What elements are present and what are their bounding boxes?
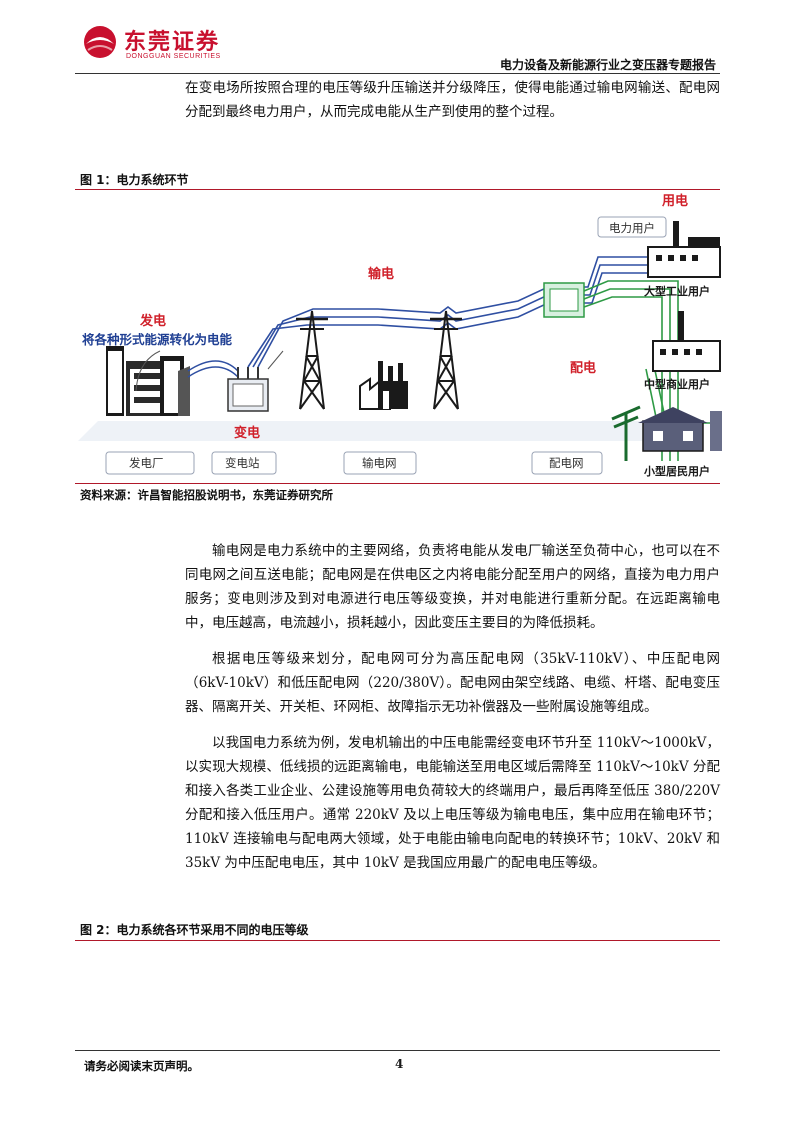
power-plant-icon — [106, 346, 190, 416]
brand-subtitle: DONGGUAN SECURITIES — [126, 53, 221, 60]
label-transmission: 输电 — [368, 266, 394, 282]
intro-text: 在变电场所按照合理的电压等级升压输送并分级降压，使得电能通过输电网输送、配电网分… — [185, 80, 720, 120]
label-generation-desc: 将各种形式能源转化为电能 — [82, 332, 233, 347]
figure2-title: 图 2：电力系统各环节采用不同的电压等级 — [80, 923, 309, 937]
paragraph: 输电网是电力系统中的主要网络，负责将电能从发电厂输送至负荷中心，也可以在不同电网… — [185, 543, 720, 631]
transmission-lines — [247, 256, 658, 368]
large-industrial-building-icon — [647, 221, 721, 278]
label-power-plant: 发电厂 — [129, 456, 164, 470]
company-logo-icon — [84, 26, 116, 58]
label-generation: 发电 — [139, 313, 166, 329]
figure1-title: 图 1：电力系统环节 — [80, 173, 189, 187]
label-large-industrial: 大型工业用户 — [644, 284, 710, 298]
medium-commercial-building-icon — [652, 311, 721, 372]
figure1-top-rule — [75, 189, 720, 190]
factory-icon — [359, 361, 408, 410]
figure1-source: 资料来源：许昌智能招股说明书，东莞证券研究所 — [80, 488, 333, 502]
box-distribution-grid — [531, 451, 603, 475]
label-substation: 变电 — [234, 425, 260, 441]
transmission-tower-icon — [430, 310, 462, 410]
label-distribution-grid: 配电网 — [549, 456, 584, 470]
label-distribution: 配电 — [570, 360, 596, 376]
footer-disclaimer: 请务必阅读末页声明。 — [84, 1059, 199, 1073]
intro-paragraph: 在变电场所按照合理的电压等级升压输送并分级降压，使得电能通过输电网输送、配电网分… — [185, 76, 720, 136]
label-consumption: 用电 — [661, 193, 688, 209]
label-substation-station: 变电站 — [225, 456, 260, 470]
distribution-transformer-icon — [543, 282, 585, 318]
step-up-transformer-icon — [227, 350, 284, 412]
box-transmission-grid — [343, 451, 417, 475]
power-system-diagram: 发电 将各种形式能源转化为电能 输电 变电 配电 用电 大型工业用户 中型商业用… — [78, 193, 722, 478]
label-transmission-grid: 输电网 — [362, 456, 397, 470]
paragraph: 根据电压等级来划分，配电网可分为高压配电网（35kV-110kV）、中压配电网（… — [185, 651, 720, 715]
footer-rule — [75, 1050, 720, 1051]
page-number: 4 — [395, 1057, 404, 1071]
brand-name: 东莞证券 — [124, 29, 221, 55]
figure2-top-rule — [75, 940, 720, 941]
figure1-bottom-rule — [75, 483, 720, 484]
header-rule — [75, 73, 720, 74]
small-residential-house-icon — [638, 407, 722, 452]
label-medium-commercial: 中型商业用户 — [644, 377, 710, 391]
distribution-pole-icon — [611, 405, 641, 461]
box-power-user — [597, 216, 667, 238]
label-small-residential: 小型居民用户 — [643, 464, 710, 478]
label-power-user: 电力用户 — [609, 221, 655, 235]
box-power-plant — [105, 451, 195, 475]
paragraph: 以我国电力系统为例，发电机输出的中压电能需经变电环节升至 110kV～1000k… — [185, 735, 720, 871]
box-substation-station — [211, 451, 277, 475]
body-paragraphs: 输电网是电力系统中的主要网络，负责将电能从发电厂输送至负荷中心，也可以在不同电网… — [185, 539, 720, 887]
transmission-tower-icon — [296, 310, 328, 410]
header: 东莞证券 DONGGUAN SECURITIES 电力设备及新能源行业之变压器专… — [0, 0, 794, 75]
report-title: 电力设备及新能源行业之变压器专题报告 — [499, 58, 716, 72]
